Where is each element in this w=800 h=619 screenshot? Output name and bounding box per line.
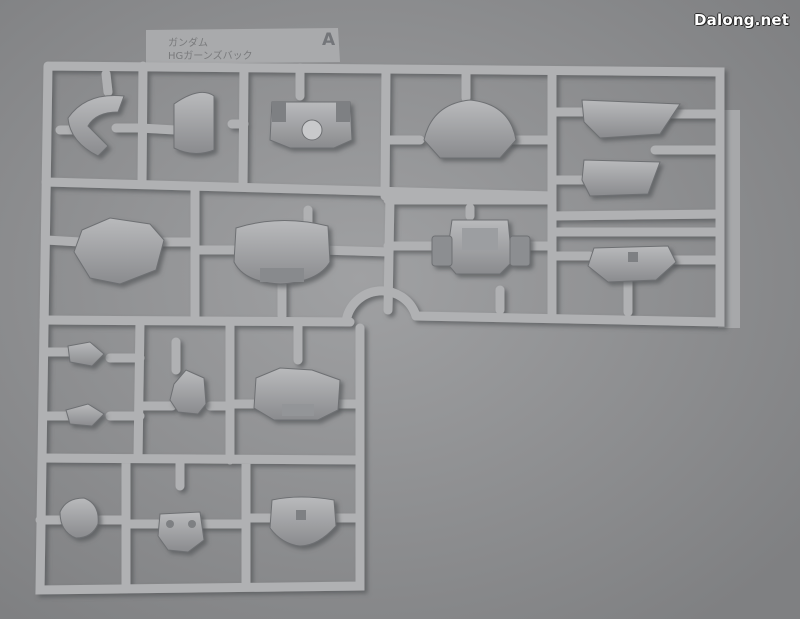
part-torso-shell [233,220,331,285]
part-hip-block [253,367,341,421]
watermark-text: Dalong.net [694,11,790,29]
part-joint-b [65,403,105,427]
part-visor [67,94,125,157]
runner-tag-line-1: ガンダム [168,38,208,49]
detail-torso-slot [260,268,304,282]
detail-core-left [272,102,286,122]
detail-hand-dot-left [166,520,174,528]
part-dome [423,99,517,159]
part-chest-plate [73,217,165,285]
detail-waist-hole [628,252,638,262]
part-backpack-left [431,235,453,267]
part-backpack-right [509,235,531,267]
part-shield [269,496,337,547]
part-wing-lower [581,159,661,197]
part-wing-upper [581,99,681,139]
part-knob [59,497,99,539]
part-waist [587,245,677,283]
detail-hip-slot [282,404,314,416]
detail-backpack-window [462,228,498,250]
runner-frame [35,61,725,595]
part-cap [173,91,215,154]
detail-core-right [336,102,350,122]
part-joint-a [67,341,105,367]
runner-tag-line-2: HGガーンズバック [168,51,253,62]
part-head-core-nub [301,119,323,141]
detail-shield-hole [296,510,306,520]
runner-tag-letter: A [322,30,336,50]
runner-tag-plate [146,28,340,64]
part-details [166,102,638,528]
detail-hand-dot-right [188,520,196,528]
part-shin-cap [169,369,207,415]
